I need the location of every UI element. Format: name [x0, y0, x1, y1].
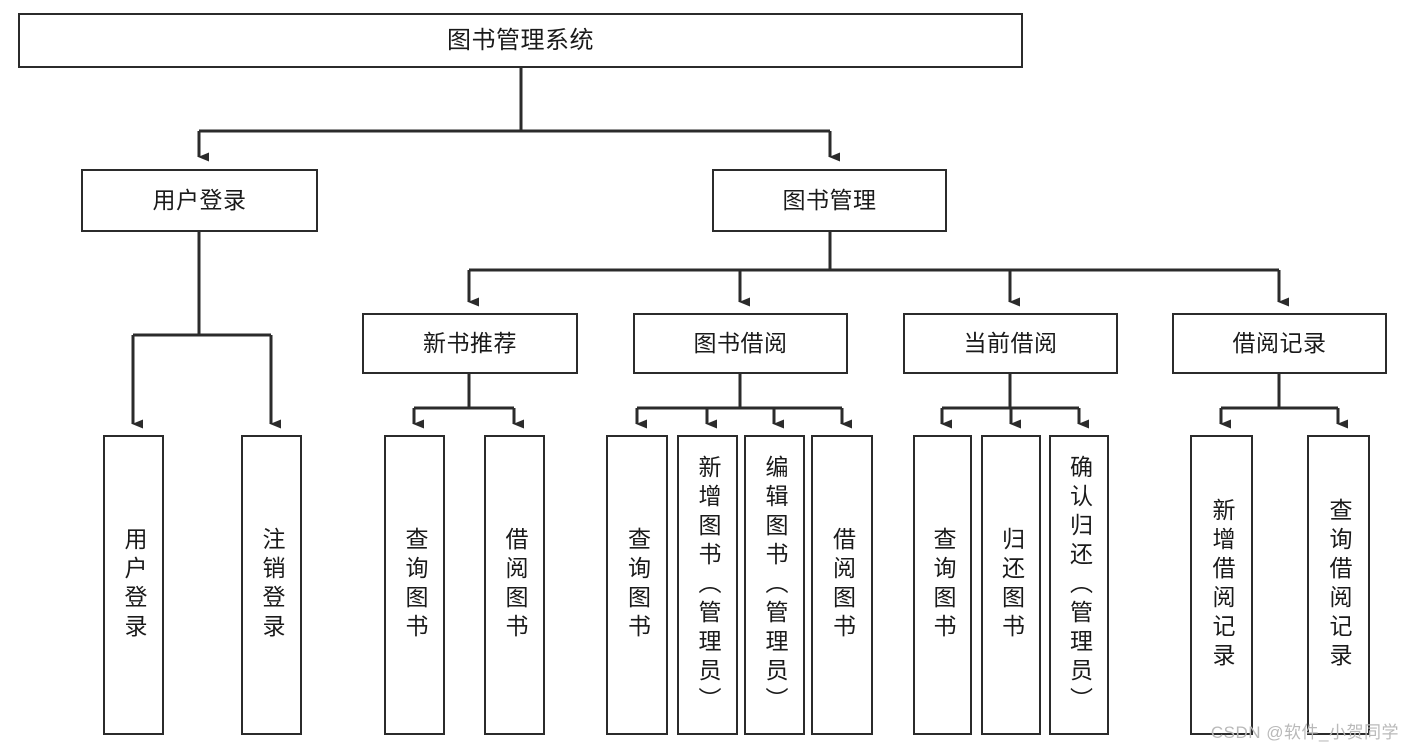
node-label: 新增借阅记录 — [1209, 498, 1235, 672]
node-label: 借阅记录 — [1232, 330, 1327, 357]
node-label: 查询图书 — [402, 527, 428, 643]
node-leaf-query-book-recommend[interactable]: 查询图书 — [384, 435, 445, 735]
node-leaf-confirm-return-admin[interactable]: 确认归还（管理员） — [1049, 435, 1109, 735]
node-label: 确认归还（管理员） — [1066, 454, 1093, 716]
node-label: 查询借阅记录 — [1326, 498, 1352, 672]
node-leaf-add-book-admin[interactable]: 新增图书（管理员） — [677, 435, 738, 735]
csdn-watermark: CSDN @软件_小贺同学 — [1210, 723, 1399, 742]
node-label: 用户登录 — [121, 527, 147, 643]
node-label: 归还图书 — [998, 527, 1025, 643]
node-label: 借阅图书 — [829, 527, 856, 643]
node-label: 注销登录 — [259, 527, 285, 643]
node-user-login[interactable]: 用户登录 — [81, 169, 318, 232]
node-label: 图书管理 — [782, 187, 877, 214]
node-leaf-user-login[interactable]: 用户登录 — [103, 435, 164, 735]
node-label: 编辑图书（管理员） — [762, 454, 788, 716]
node-borrowing-records[interactable]: 借阅记录 — [1172, 313, 1387, 374]
node-label: 新书推荐 — [423, 330, 517, 357]
node-label: 新增图书（管理员） — [695, 454, 721, 716]
node-leaf-borrow-book-recommend[interactable]: 借阅图书 — [484, 435, 545, 735]
node-leaf-logout[interactable]: 注销登录 — [241, 435, 302, 735]
node-label: 查询图书 — [624, 527, 651, 643]
node-label: 用户登录 — [152, 187, 247, 214]
node-label: 借阅图书 — [502, 527, 528, 643]
node-leaf-query-book-borrow[interactable]: 查询图书 — [606, 435, 668, 735]
node-label: 图书管理系统 — [447, 26, 594, 54]
node-label: 图书借阅 — [693, 330, 788, 357]
node-new-book-recommendation[interactable]: 新书推荐 — [362, 313, 578, 374]
node-leaf-edit-book-admin[interactable]: 编辑图书（管理员） — [744, 435, 805, 735]
node-leaf-query-book-current[interactable]: 查询图书 — [913, 435, 972, 735]
node-leaf-query-borrow-record[interactable]: 查询借阅记录 — [1307, 435, 1370, 735]
node-leaf-return-book[interactable]: 归还图书 — [981, 435, 1041, 735]
node-leaf-borrow-book[interactable]: 借阅图书 — [811, 435, 873, 735]
node-current-borrowing[interactable]: 当前借阅 — [903, 313, 1118, 374]
node-book-management-system[interactable]: 图书管理系统 — [18, 13, 1023, 68]
node-leaf-add-borrow-record[interactable]: 新增借阅记录 — [1190, 435, 1253, 735]
node-label: 当前借阅 — [963, 330, 1058, 357]
node-book-borrowing[interactable]: 图书借阅 — [633, 313, 848, 374]
node-book-management[interactable]: 图书管理 — [712, 169, 947, 232]
node-label: 查询图书 — [930, 527, 956, 643]
